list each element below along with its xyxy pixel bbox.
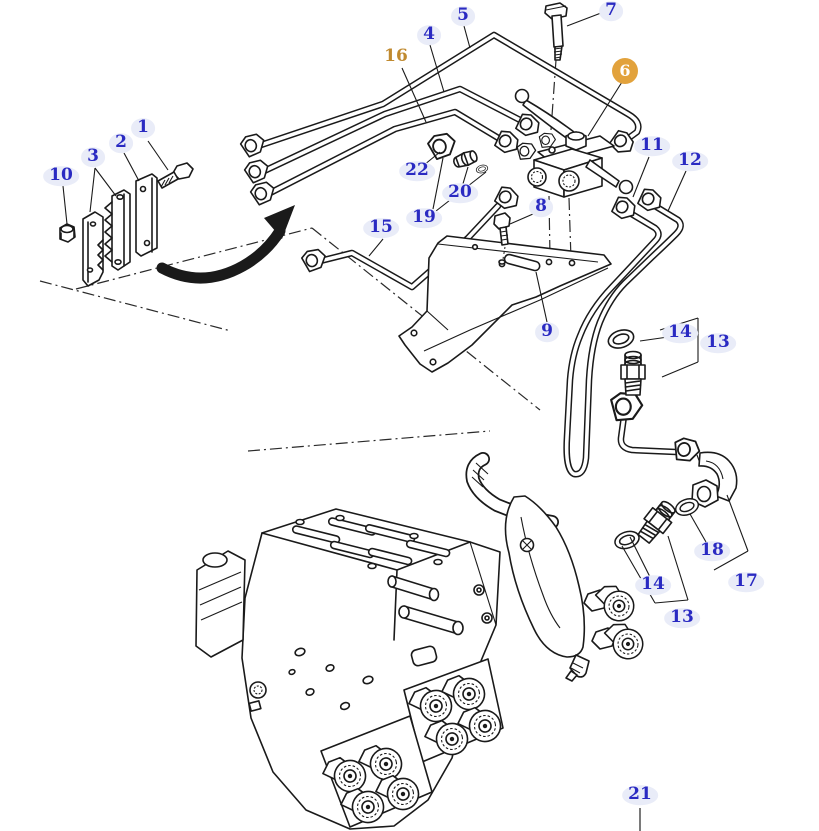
leader-line-19 xyxy=(432,157,444,210)
leader-line-16 xyxy=(401,67,427,123)
main-valve-block xyxy=(195,508,505,830)
drain-nipple xyxy=(565,654,590,682)
callout-3[interactable]: 3 xyxy=(81,147,105,167)
leader-line-7 xyxy=(566,12,602,27)
elbow-pipe-17 xyxy=(671,436,738,508)
clamp-nut-10 xyxy=(59,223,76,243)
block-spools xyxy=(387,575,464,636)
block-end-cap xyxy=(195,550,246,658)
leader-line-13b xyxy=(667,535,689,601)
callout-22[interactable]: 22 xyxy=(399,161,435,181)
leader-line-17 xyxy=(726,494,749,552)
connector-20 xyxy=(453,150,490,175)
leader-line-18 xyxy=(689,513,707,543)
pipe-4 xyxy=(242,85,545,185)
leader-line-11 xyxy=(632,156,650,198)
leader-line-15 xyxy=(368,238,384,257)
callout-21[interactable]: 21 xyxy=(622,785,658,805)
pipe-15 xyxy=(299,182,524,291)
valve-top-fitting xyxy=(565,131,587,151)
callout-6[interactable]: 6 xyxy=(612,58,638,84)
housing-arm xyxy=(465,452,559,529)
leader-line-13a xyxy=(661,361,699,378)
bolt-7 xyxy=(544,2,568,61)
callout-11[interactable]: 11 xyxy=(634,136,670,156)
leader-line-1 xyxy=(147,140,169,171)
block-face-holes xyxy=(288,645,438,711)
clamp-block-3a xyxy=(82,211,104,287)
leader-line-8 xyxy=(509,213,534,225)
bolt-8 xyxy=(493,212,511,265)
leader-line-2 xyxy=(123,152,140,182)
callout-13b[interactable]: 13 xyxy=(664,608,700,628)
callout-14a[interactable]: 14 xyxy=(662,323,698,343)
callout-5[interactable]: 5 xyxy=(451,6,475,26)
diverter-valve-assembly xyxy=(514,88,634,198)
clamp-block-3b xyxy=(104,189,131,271)
callout-8[interactable]: 8 xyxy=(529,197,553,217)
adapter-13-lower xyxy=(633,496,681,547)
callout-9[interactable]: 9 xyxy=(535,322,559,342)
bolt-1 xyxy=(157,162,194,189)
callout-10[interactable]: 10 xyxy=(43,166,79,186)
leader-line-13b xyxy=(654,599,689,604)
clamp-plate-2 xyxy=(135,173,158,257)
callout-19[interactable]: 19 xyxy=(406,208,442,228)
stub-pipe-13 xyxy=(617,412,680,456)
leader-line-12 xyxy=(667,170,687,212)
leader-line-4 xyxy=(429,44,445,93)
block-top-slots xyxy=(291,514,451,570)
leader-line-9 xyxy=(535,271,548,323)
callout-15[interactable]: 15 xyxy=(363,218,399,238)
leader-line-17 xyxy=(713,550,749,571)
callout-17[interactable]: 17 xyxy=(728,572,764,592)
leader-line-14b xyxy=(629,536,651,578)
callout-7[interactable]: 7 xyxy=(599,1,623,21)
callout-18[interactable]: 18 xyxy=(694,541,730,561)
oring-14-lower xyxy=(611,527,643,553)
leader-line-10 xyxy=(62,185,68,225)
callout-2[interactable]: 2 xyxy=(109,133,133,153)
oring-14-upper xyxy=(605,326,637,352)
pipe-loop-11-12 xyxy=(563,184,684,478)
leader-line-5 xyxy=(463,25,471,49)
callout-16[interactable]: 16 xyxy=(384,46,408,67)
callout-13a[interactable]: 13 xyxy=(700,333,736,353)
block-drain-knob xyxy=(248,681,267,712)
callout-20[interactable]: 20 xyxy=(442,183,478,203)
leader-line-3 xyxy=(89,167,96,213)
callout-1[interactable]: 1 xyxy=(131,118,155,138)
leader-line-3 xyxy=(94,167,117,197)
leader-line-6 xyxy=(587,81,623,137)
callout-14b[interactable]: 14 xyxy=(635,575,671,595)
callout-12[interactable]: 12 xyxy=(672,151,708,171)
nut-22 xyxy=(425,130,459,162)
pipe-5 xyxy=(238,31,642,159)
callout-4[interactable]: 4 xyxy=(417,25,441,45)
bracket-9 xyxy=(398,235,612,373)
coupler-housing xyxy=(465,452,646,682)
valve-lever-rear xyxy=(585,159,634,195)
valve-port-caps xyxy=(527,167,580,192)
coupler-plate-front xyxy=(319,715,433,829)
rotation-arrow-icon xyxy=(156,205,295,284)
callout-leaders xyxy=(62,12,749,831)
tube-nut-13 xyxy=(610,392,644,422)
adapter-13-upper xyxy=(620,350,646,396)
